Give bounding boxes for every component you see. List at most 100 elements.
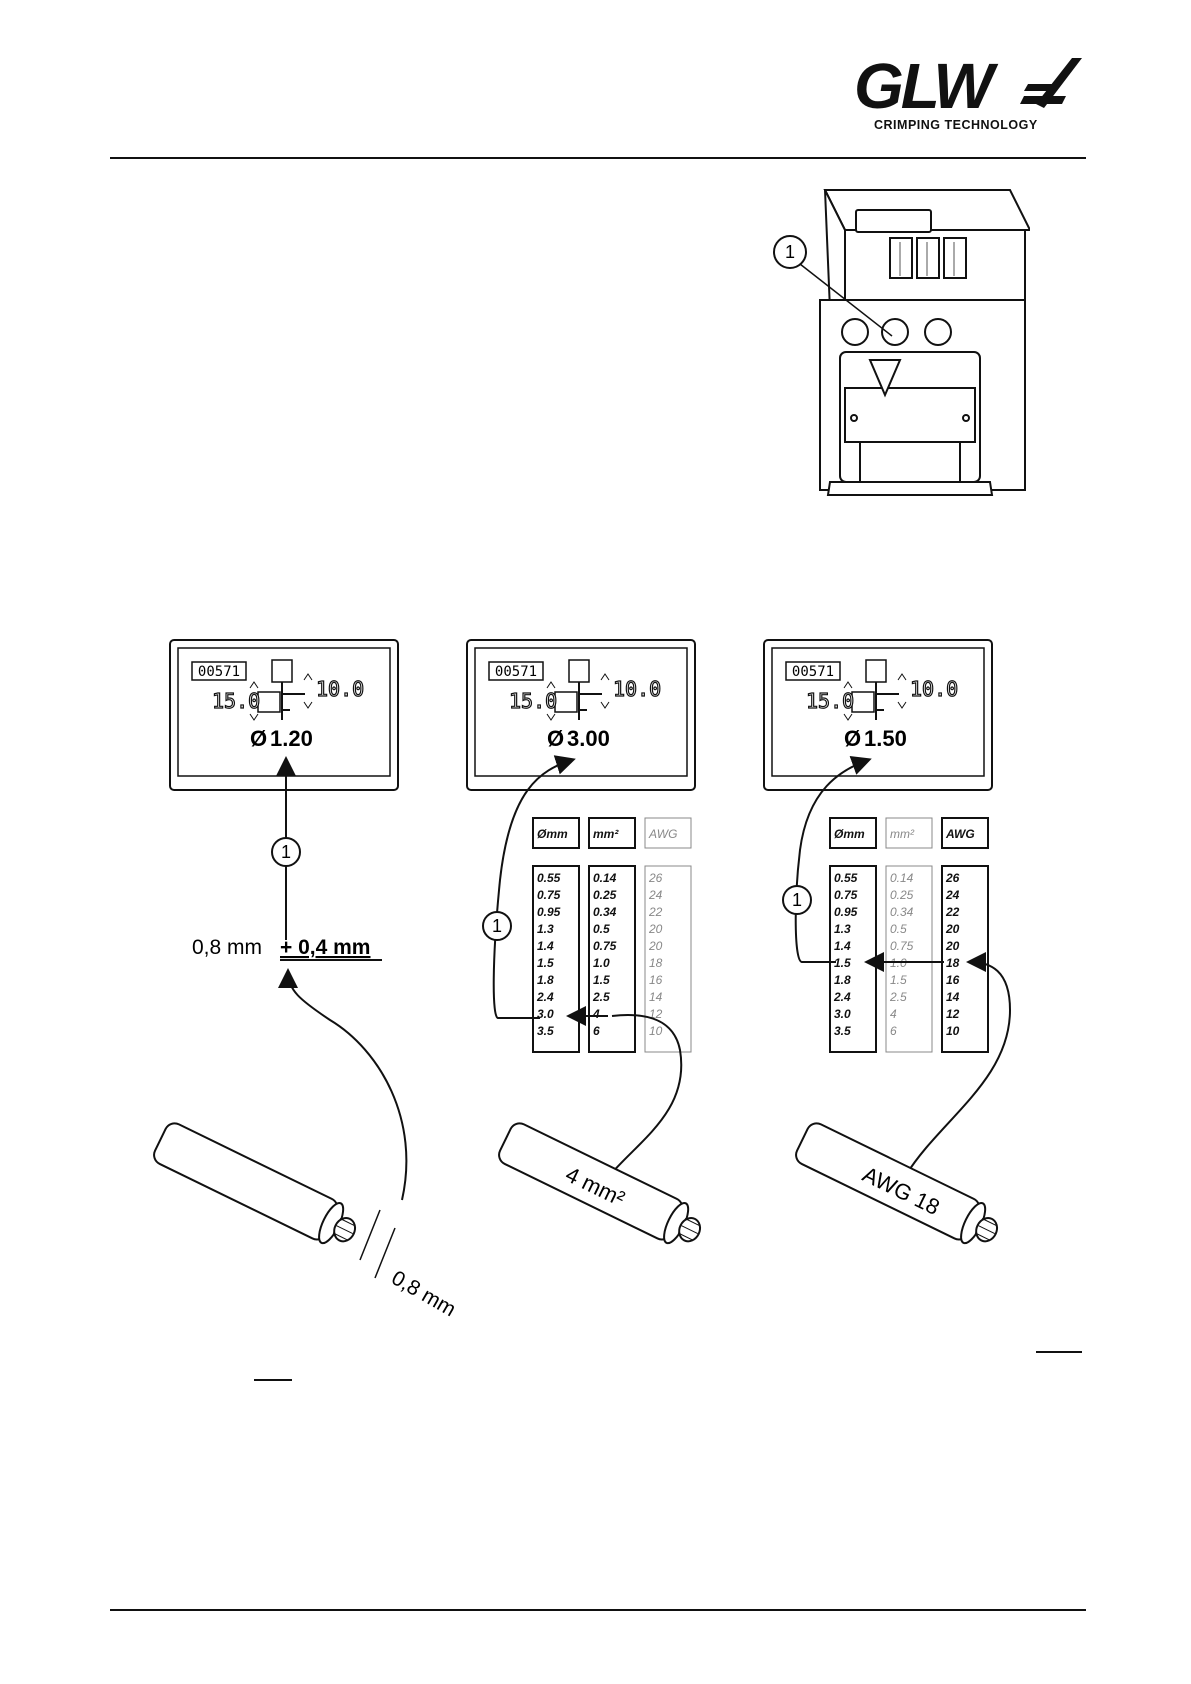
logo-checkmark-icon xyxy=(1020,58,1082,108)
table-cell: 0.14 xyxy=(593,871,617,885)
table-cell: 1.0 xyxy=(593,956,610,970)
table-cell: 20 xyxy=(945,922,960,936)
callout-circle xyxy=(271,837,301,867)
counter-box xyxy=(488,661,544,681)
table-cell: 26 xyxy=(945,871,960,885)
wire-strands xyxy=(332,1218,355,1241)
table-cell: 3.5 xyxy=(537,1024,554,1038)
terminal-left xyxy=(851,691,875,713)
table-header-2: AWG xyxy=(648,827,677,841)
table-cell: 1.4 xyxy=(834,939,851,953)
table-cell: 4 xyxy=(592,1007,600,1021)
counter-box xyxy=(191,661,247,681)
counter-value: 00571 xyxy=(792,664,834,680)
wire-strands xyxy=(974,1218,997,1241)
table-column-box xyxy=(829,865,877,1053)
diameter-symbol: Ø xyxy=(844,726,861,751)
table-header-1: mm² xyxy=(890,827,915,841)
table-cell: 16 xyxy=(649,973,663,987)
wire-end xyxy=(960,1201,987,1245)
terminal-top xyxy=(865,659,887,683)
size-table-3: Ømm0.550.750.951.31.41.51.82.43.03.5mm²0… xyxy=(829,817,989,1053)
table-cell: 14 xyxy=(946,990,960,1004)
wire-end xyxy=(663,1201,690,1245)
diameter-value: 1.20 xyxy=(270,726,313,751)
counter-value: 00571 xyxy=(495,664,537,680)
table-cell: 1.5 xyxy=(890,973,907,987)
wire-conductor-icon xyxy=(975,1216,999,1243)
callout-circle xyxy=(782,885,812,915)
terminal-left xyxy=(257,691,281,713)
wire-conductor-icon xyxy=(678,1216,702,1243)
wire-strands xyxy=(677,1218,700,1241)
table-cell: 0.5 xyxy=(890,922,907,936)
formula-add: + 0,4 mm xyxy=(280,936,370,959)
wire-dimension-label: 0,8 mm xyxy=(388,1266,460,1321)
company-logo: GLW CRIMPING TECHNOLOGY xyxy=(842,52,1082,134)
table-header-0: Ømm xyxy=(834,827,865,841)
table-header-box xyxy=(941,817,989,849)
table-cell: 1.5 xyxy=(834,956,851,970)
table-cell: 14 xyxy=(649,990,663,1004)
table-cell: 4 xyxy=(890,1007,897,1021)
table-cell: 0.34 xyxy=(593,905,617,919)
wire-insulation xyxy=(498,1122,684,1241)
table-cell: 2.4 xyxy=(833,990,851,1004)
table-cell: 0.95 xyxy=(537,905,561,919)
wire-conductor-icon xyxy=(333,1216,357,1243)
table-cell: 2.5 xyxy=(592,990,610,1004)
right-value: 10.0 xyxy=(910,677,958,701)
counter-box xyxy=(785,661,841,681)
terminal-top xyxy=(568,659,590,683)
table-cell: 18 xyxy=(946,956,960,970)
table-cell: 1.4 xyxy=(537,939,554,953)
display-frame xyxy=(763,639,993,791)
table-cell: 24 xyxy=(648,888,663,902)
table-cell: 20 xyxy=(648,922,663,936)
table-cell: 24 xyxy=(945,888,960,902)
wire-end xyxy=(318,1201,345,1245)
table-cell: 2.4 xyxy=(536,990,554,1004)
callout-number: 1 xyxy=(792,890,802,910)
measure-arrows-icon xyxy=(843,673,907,721)
counter-value: 00571 xyxy=(198,664,240,680)
table-header-0: Ømm xyxy=(537,827,568,841)
left-value: 15.0 xyxy=(806,689,854,713)
left-value: 15.0 xyxy=(509,689,557,713)
table-cell: 22 xyxy=(648,905,663,919)
logo-subtitle: CRIMPING TECHNOLOGY xyxy=(874,118,1038,132)
wire-illustration: AWG 18 xyxy=(795,1122,999,1245)
table-column-box xyxy=(941,865,989,1053)
display-frame xyxy=(169,639,399,791)
terminal-top xyxy=(271,659,293,683)
table-cell: 1.0 xyxy=(890,956,907,970)
wire-label: 4 mm² xyxy=(562,1161,629,1211)
table-cell: 6 xyxy=(593,1024,600,1038)
display-screen xyxy=(177,647,391,777)
header-rule xyxy=(110,157,1086,159)
table-cell: 0.55 xyxy=(834,871,858,885)
size-table-2: Ømm0.550.750.951.31.41.51.82.43.03.5mm²0… xyxy=(532,817,692,1053)
table-cell: 1.5 xyxy=(593,973,610,987)
display-frame xyxy=(466,639,696,791)
diameter-symbol: Ø xyxy=(547,726,564,751)
table-header-box xyxy=(588,817,636,849)
right-value: 10.0 xyxy=(316,677,364,701)
terminal-shape xyxy=(875,682,899,720)
table-header-1: mm² xyxy=(593,827,619,841)
table-cell: 0.95 xyxy=(834,905,858,919)
callout-circle xyxy=(482,911,512,941)
table-cell: 26 xyxy=(648,871,663,885)
table-cell: 10 xyxy=(649,1024,663,1038)
table-cell: 18 xyxy=(649,956,663,970)
table-cell: 0.75 xyxy=(890,939,914,953)
terminal-left xyxy=(554,691,578,713)
table-column-box xyxy=(885,865,933,1053)
wire-illustration: 4 mm² xyxy=(498,1122,702,1245)
table-cell: 12 xyxy=(649,1007,663,1021)
table-cell: 0.75 xyxy=(537,888,561,902)
wire-insulation xyxy=(153,1122,339,1241)
